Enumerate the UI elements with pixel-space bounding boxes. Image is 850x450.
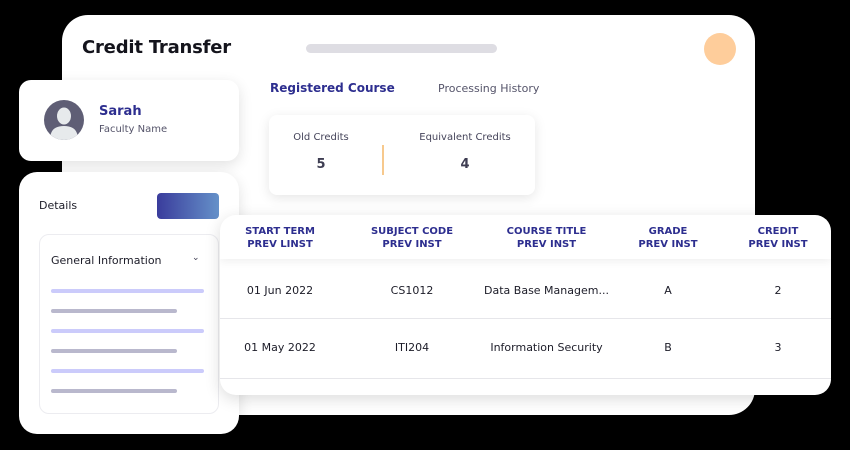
cell-start-term: 01 Jun 2022 [246, 284, 314, 297]
avatar [44, 100, 84, 140]
column-header-line: PREV INST [748, 239, 808, 250]
profile-name: Sarah [99, 104, 142, 119]
user-silhouette-icon [50, 107, 78, 140]
placeholder-line [51, 389, 177, 393]
old-credits-value: 5 [316, 157, 326, 172]
table-header: START TERM PREV LINST SUBJECT CODE PREV … [220, 215, 831, 259]
placeholder-line [51, 369, 204, 373]
row-divider [220, 378, 831, 379]
search-bar-placeholder[interactable] [306, 44, 497, 53]
placeholder-line [51, 349, 177, 353]
equivalent-credits: Equivalent Credits 4 [405, 132, 525, 172]
equivalent-credits-label: Equivalent Credits [419, 132, 511, 143]
column-header-course-title: COURSE TITLE PREV INST [474, 225, 619, 251]
column-header-line: PREV INST [516, 239, 577, 250]
cell-credit: 3 [774, 341, 782, 354]
old-credits-label: Old Credits [293, 132, 349, 143]
column-header-line: COURSE TITLE [506, 226, 587, 237]
profile-card: Sarah Faculty Name [19, 80, 239, 161]
column-header-start-term: START TERM PREV LINST [220, 225, 340, 251]
column-header-line: PREV LINST [247, 239, 313, 250]
chevron-down-icon[interactable]: ⌄ [192, 253, 200, 263]
column-header-line: PREV INST [638, 239, 698, 250]
column-header-line: CREDIT [757, 226, 799, 237]
placeholder-line [51, 309, 177, 313]
course-table: START TERM PREV LINST SUBJECT CODE PREV … [220, 215, 831, 395]
tab-registered-course[interactable]: Registered Course [270, 81, 395, 95]
column-header-grade: GRADE PREV INST [630, 225, 706, 251]
cell-credit: 2 [774, 284, 782, 297]
row-divider [220, 318, 831, 319]
column-header-credit: CREDIT PREV INST [720, 225, 831, 251]
cell-grade: B [664, 341, 672, 354]
details-title: Details [39, 199, 78, 212]
cell-start-term: 01 May 2022 [244, 341, 316, 354]
old-credits: Old Credits 5 [285, 132, 357, 172]
general-information-label[interactable]: General Information [51, 254, 162, 267]
cell-course-title: Information Security [490, 341, 603, 354]
placeholder-line [51, 329, 204, 333]
column-header-line: START TERM [245, 226, 315, 237]
equivalent-credits-value: 4 [460, 157, 470, 172]
page-title: Credit Transfer [82, 37, 231, 58]
cell-subject-code: ITI204 [394, 341, 430, 354]
cell-grade: A [664, 284, 672, 297]
column-header-line: GRADE [648, 226, 688, 237]
column-header-subject-code: SUBJECT CODE PREV INST [350, 225, 474, 251]
details-action-button[interactable] [157, 193, 219, 219]
general-information-panel: General Information ⌄ [39, 234, 219, 414]
details-card: Details General Information ⌄ [19, 172, 239, 434]
credits-divider [382, 145, 384, 175]
placeholder-line [51, 289, 204, 293]
tab-processing-history[interactable]: Processing History [438, 82, 540, 95]
cell-course-title: Data Base Managem... [484, 284, 609, 297]
cell-subject-code: CS1012 [390, 284, 434, 297]
column-header-line: SUBJECT CODE [370, 226, 454, 237]
column-header-line: PREV INST [382, 239, 442, 250]
credits-summary-card: Old Credits 5 Equivalent Credits 4 [269, 115, 535, 195]
user-avatar[interactable] [704, 33, 736, 65]
profile-role: Faculty Name [99, 124, 168, 135]
